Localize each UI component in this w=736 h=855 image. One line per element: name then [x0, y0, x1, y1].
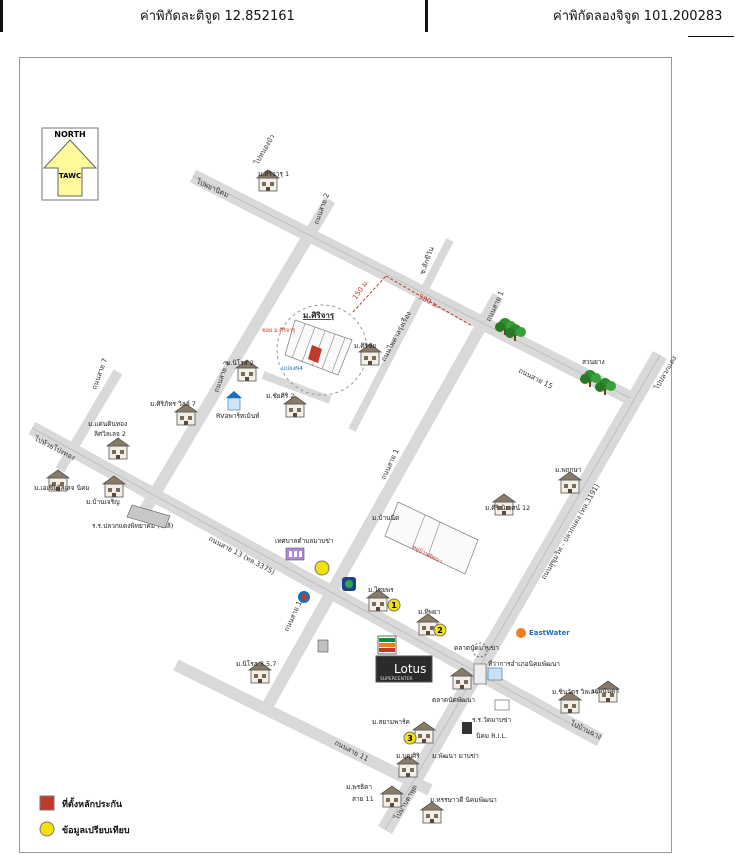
- market-marker: [472, 642, 488, 658]
- place-phrom-siri: ม.พฤกษา: [555, 466, 582, 474]
- place-siam-park: ม.สยามพาร์ค: [372, 718, 410, 726]
- map-legend: ที่ตั้งหลักประกัน ข้อมูลเปรียบเทียบ: [39, 795, 130, 837]
- place-maddin2b: ลิศวิลเลจ 2: [94, 430, 126, 438]
- place-chaiyasiri2: ม.ชัยศิริ 2: [266, 392, 294, 400]
- svg-text:SUPERCENTER: SUPERCENTER: [380, 676, 413, 682]
- place-thesaban: เทศบาลตำบลมาบข่า: [275, 537, 334, 545]
- place-phattana: ม.พัฒนา มาบข่า: [432, 752, 479, 760]
- comparable-badge-3: 3: [403, 731, 417, 745]
- road-7: [55, 369, 123, 473]
- lotus-logo: Lotus SUPERCENTER: [375, 655, 433, 683]
- place-nirun: ม.หรรษาวดี นิคมพัฒนา: [430, 796, 497, 804]
- svg-text:EastWater: EastWater: [529, 629, 570, 637]
- header-divider-mid: [425, 0, 428, 32]
- place-banchang-vill: ม.ชินวัตร วิลเลจ: [552, 688, 598, 696]
- road-label-15: ถนนสาย 15: [517, 367, 554, 391]
- place-ananda: ม.อนันดา: [592, 687, 619, 695]
- place-chaiyaphon: ม.ไชยพร: [368, 586, 394, 594]
- school-icon: [494, 699, 510, 711]
- collateral-plot: [284, 319, 353, 376]
- place-nirot2: ม.นิโรส 2: [226, 359, 254, 367]
- road-1: [262, 293, 504, 708]
- legend-compare-label: ข้อมูลเปรียบเทียบ: [62, 825, 130, 836]
- legend-plot-swatch: [39, 795, 55, 811]
- place-nirot357: ม.นิโรส 3,5,7: [236, 660, 276, 668]
- header-underline: [688, 36, 734, 37]
- longitude-label: ค่าพิกัดลองจิจูด 101.200283: [553, 9, 723, 24]
- seven-eleven-icon: [377, 635, 397, 655]
- place-phon11b: สาย 11: [352, 795, 374, 803]
- legend-compare-swatch: [39, 821, 55, 837]
- compass-sub: TAWC: [59, 172, 81, 180]
- collateral-plot-marker: [308, 345, 322, 363]
- road-edges: [31, 175, 661, 831]
- place-baan-chaloem: ม.เอเซียวิลเลจ นิคม: [34, 484, 90, 492]
- north-compass: NORTH TAWC: [41, 127, 99, 201]
- svg-text:3: 3: [407, 734, 413, 743]
- rv-apartment-icon: [226, 391, 242, 411]
- distance-150: 150 ม.: [351, 278, 370, 301]
- comparable-badge-1: 1: [387, 598, 401, 612]
- school-building-icon: [126, 504, 171, 529]
- eastwater-logo: EastWater: [516, 628, 570, 638]
- bank-logo-icon: [345, 580, 353, 588]
- government-building-icon: [285, 547, 305, 561]
- place-market: ตลาดนัดมาบข่า: [454, 644, 499, 652]
- nikom-block: [384, 501, 479, 575]
- shell-station-icon: [314, 560, 330, 576]
- amphoe-building-icon: [487, 667, 503, 681]
- road-sakae: [348, 238, 454, 432]
- place-rv: RVอพาร์ทเม้นท์: [216, 412, 259, 420]
- place-phon11: ม.พรธิดา: [346, 783, 372, 791]
- place-pattaya-villa: ม.บ้านนิต: [372, 514, 399, 522]
- svg-text:Lotus: Lotus: [394, 662, 426, 676]
- place-suan-yang: สวนยาง: [582, 358, 605, 366]
- house-icons: [46, 169, 620, 824]
- comparable-badge-2: 2: [433, 623, 447, 637]
- place-sirijaru: ม.ศิริจารุ: [303, 311, 335, 321]
- place-school: ร.ร.ปลวกแดงพิทยาคม (ใกล้): [92, 522, 173, 530]
- place-sirichai: ม.ศิริชัย: [354, 342, 376, 350]
- coordinate-header: ค่าพิกัดละติจูด 12.852161 ค่าพิกัดลองจิจ…: [0, 0, 736, 38]
- latitude-label: ค่าพิกัดละติจูด 12.852161: [140, 9, 295, 24]
- road-2: [139, 196, 336, 514]
- road-label-1-low: ถนนสาย 1: [283, 600, 304, 633]
- place-school2: ร.ร.วัดมาบข่า: [472, 716, 511, 724]
- place-plot-small: แปลงN4: [282, 365, 303, 372]
- shop-icon: [317, 639, 329, 653]
- distance-markers: [352, 275, 473, 327]
- header-divider-left: [0, 0, 3, 32]
- compass-label: NORTH: [54, 130, 85, 139]
- legend-plot-label: ที่ตั้งหลักประกัน: [62, 797, 123, 810]
- road-network: [28, 169, 667, 835]
- market-icon: [473, 663, 487, 685]
- place-siri7: ม.ศิริภัทร วิลล์ 7: [150, 400, 196, 408]
- place-nikom-rl: นิคม R.I.L.: [476, 732, 507, 740]
- fuel-drop-icon: [301, 594, 307, 600]
- road-label-kaeng: ไปหนองบัว: [251, 133, 276, 167]
- place-siri-niwet: ม.ศิริ นิเวศน์ 12: [485, 504, 530, 512]
- place-market2: ตลาดนัดพัฒนา: [432, 696, 475, 704]
- place-amphoe: ที่ว่าการอำเภอนิคมพัฒนา: [488, 659, 560, 668]
- place-boonsiri: ม.บุญศิริ: [396, 752, 420, 760]
- road-label-street-b: ถนนไพศาลรุ่งเรือง: [379, 310, 413, 363]
- place-sirijaru-soi: ซอย ม.ศิริจารุ: [262, 327, 295, 334]
- place-phonthip: ม.ทิพยา: [418, 608, 441, 616]
- place-maddin2a: ม.แต่นดินทอง: [88, 420, 127, 428]
- svg-text:2: 2: [437, 626, 443, 635]
- svg-text:1: 1: [391, 601, 397, 610]
- place-siriraj1: ม.ศิริจารุ 1: [258, 170, 289, 178]
- place-baan-charoen: ม.บ้านเจริญ: [86, 498, 120, 506]
- road-11: [173, 659, 433, 796]
- factory-icon: [462, 722, 472, 734]
